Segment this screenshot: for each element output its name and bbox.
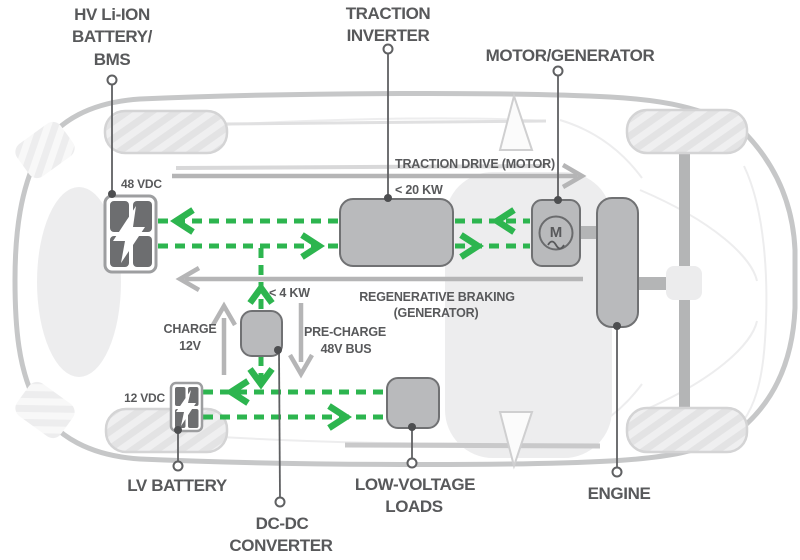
- regen-braking-arrowhead-icon: [175, 266, 201, 292]
- motor-m-icon: [538, 215, 574, 251]
- regen-braking-label: REGENERATIVE BRAKING: [359, 290, 515, 304]
- precharge-arrowhead-icon: [288, 353, 314, 379]
- hv-battery-label-1: HV Li-ION: [74, 5, 150, 24]
- electrical-buses: [158, 207, 530, 431]
- low-voltage-loads-label-1: LOW-VOLTAGE: [355, 475, 475, 494]
- dc-dc-converter-label-2: CONVERTER: [229, 536, 332, 555]
- hv-battery-callout: [106, 74, 118, 198]
- mirror-bottom-icon: [498, 411, 534, 470]
- low-voltage-loads-label-2: LOADS: [385, 497, 443, 516]
- precharge-up-arrowhead-icon: [247, 282, 275, 305]
- dc-dc-converter-label-1: DC-DC: [256, 514, 309, 533]
- traction-drive-arrowhead-icon: [561, 163, 587, 189]
- hv-battery-label-2: BATTERY/: [72, 27, 153, 46]
- lv-bus-voltage-label: 12 VDC: [124, 391, 165, 405]
- engine-axle-link: [636, 277, 670, 290]
- hv-bus-voltage-label: 48 VDC: [121, 177, 162, 191]
- charge-voltage-label: 12V: [179, 339, 202, 353]
- battery-48v-icon: [103, 194, 158, 274]
- motor-generator-callout: [552, 65, 564, 204]
- converter-down-arrowhead-icon: [247, 367, 275, 390]
- lightning-bolt-icon: [113, 206, 145, 263]
- a-pillar-top: [559, 119, 643, 179]
- battery-12v-icon: [169, 381, 204, 433]
- motor-symbol: M: [550, 224, 563, 241]
- motor-sine-icon: [547, 240, 565, 250]
- hv-bus-right-left-arrowhead-icon: [491, 207, 516, 235]
- converter-power-label: < 4 KW: [269, 286, 310, 300]
- side-sill-top: [175, 164, 547, 170]
- motor-engine-link: [578, 226, 599, 239]
- lv-bus-left-arrowhead-icon: [225, 378, 250, 406]
- engine-callout: [611, 322, 623, 478]
- callout-leaders: [106, 43, 623, 508]
- wheel-front-top-icon: [625, 108, 749, 155]
- dc-dc-converter-callout: [274, 346, 286, 508]
- labels: HV Li-ION BATTERY/ BMS TRACTION INVERTER…: [72, 4, 655, 555]
- a-pillar-bottom: [559, 383, 643, 443]
- charge-label: CHARGE: [164, 322, 217, 336]
- precharge-label: PRE-CHARGE: [304, 325, 386, 339]
- wheel-rear-top-icon: [103, 109, 229, 155]
- wheel-front-bottom-icon: [625, 406, 749, 454]
- rear-corner-hatch-top: [15, 121, 75, 179]
- traction-inverter-label-2: INVERTER: [347, 26, 430, 45]
- side-sill-bottom: [344, 442, 601, 449]
- hv-bus-right-right-arrowhead-icon: [459, 232, 484, 260]
- motor-generator-label: MOTOR/GENERATOR: [486, 46, 655, 65]
- front-nose-line: [743, 165, 768, 421]
- lv-bus-right-arrowhead-icon: [327, 403, 352, 431]
- precharge-bus-label: 48V BUS: [321, 342, 372, 356]
- lightning-bolt-icon: [176, 390, 196, 426]
- hv-bus-right-arrowhead-icon: [300, 232, 325, 260]
- mechanical-flows: [172, 163, 587, 379]
- engine-box: [596, 197, 639, 328]
- rear-hatch-panel: [37, 187, 121, 377]
- lv-battery-label: LV BATTERY: [127, 476, 228, 495]
- regen-braking-sub-label: (GENERATOR): [394, 306, 479, 320]
- hv-bus-left-arrowhead-icon: [170, 207, 195, 235]
- engine-label: ENGINE: [588, 484, 651, 503]
- hv-battery-label-3: BMS: [94, 50, 131, 69]
- hood-line-bottom: [639, 320, 758, 413]
- traction-inverter-box: [339, 198, 454, 267]
- traction-power-label: < 20 KW: [395, 183, 443, 197]
- traction-inverter-label-1: TRACTION: [346, 4, 431, 23]
- hood-line-top: [639, 189, 758, 282]
- mirror-top-icon: [498, 92, 534, 151]
- low-voltage-loads-box: [386, 377, 440, 429]
- traction-inverter-callout: [382, 43, 394, 202]
- components: M: [103, 194, 639, 433]
- rear-corner-hatch-bottom: [15, 381, 75, 439]
- charge-12v-arrowhead-icon: [211, 301, 237, 327]
- differential-block: [666, 266, 702, 300]
- roof-rail: [221, 119, 547, 126]
- lv-battery-callout: [172, 426, 184, 472]
- dc-dc-converter-box: [240, 310, 283, 357]
- low-voltage-loads-callout: [406, 423, 418, 469]
- traction-drive-label: TRACTION DRIVE (MOTOR): [395, 157, 555, 171]
